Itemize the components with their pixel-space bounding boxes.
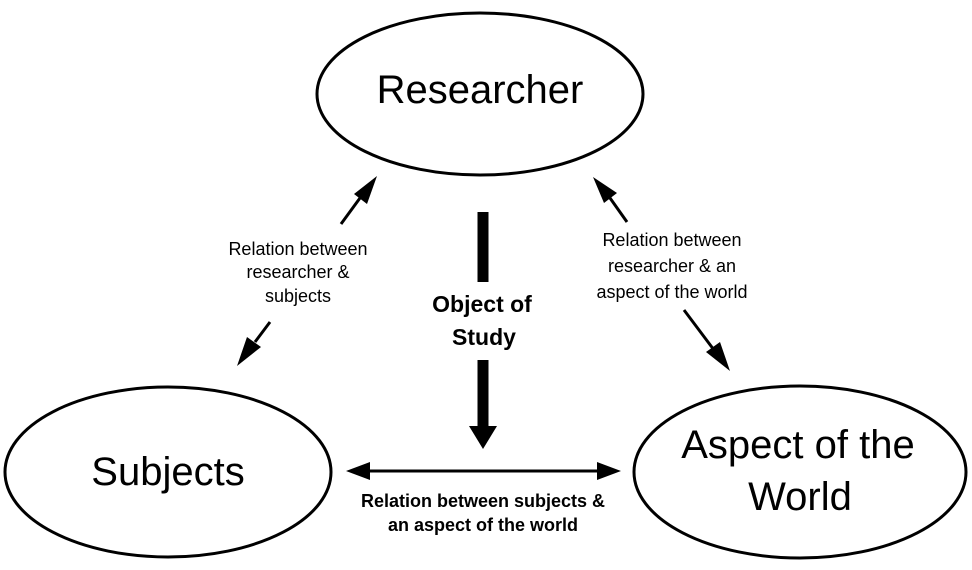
arrow-object-of-study [469,212,497,449]
relation-subjects-aspect-line1: Relation between subjects & [361,491,605,511]
arrow-researcher-aspect-upper-segment [608,197,629,223]
relation-researcher-subjects-label: Relation between researcher & subjects [228,239,367,306]
relation-researcher-subjects-line3: subjects [265,286,331,306]
arrow-head-down-aspect [706,342,730,371]
relation-researcher-subjects-line2: researcher & [246,262,349,282]
subjects-label: Subjects [91,450,244,494]
aspect-label-line1: Aspect of the [681,423,914,467]
arrow-researcher-aspect [593,177,730,371]
researcher-label: Researcher [377,68,584,112]
relation-researcher-aspect-label: Relation between researcher & an aspect … [596,230,747,302]
relation-researcher-subjects-line1: Relation between [228,239,367,259]
aspect-node: Aspect of the World [632,384,968,560]
arrow-head-up-researcher-right [593,177,617,203]
arrow-head-down-object [469,426,497,449]
relation-subjects-aspect-line2: an aspect of the world [388,515,578,535]
relation-researcher-aspect-line2: researcher & an [608,256,736,276]
researcher-node: Researcher [315,11,645,177]
subjects-node: Subjects [3,385,333,559]
relation-researcher-aspect-line3: aspect of the world [596,282,747,302]
arrow-researcher-subjects [237,176,377,366]
aspect-label-line2: World [748,475,852,519]
object-of-study-label-line1: Object of [432,291,532,317]
arrow-researcher-subjects-upper-segment [339,197,362,225]
aspect-ellipse [632,384,968,560]
arrow-head-up-researcher-left [354,176,377,204]
arrow-researcher-subjects-lower-segment [253,321,272,343]
arrow-subjects-aspect [346,462,621,480]
arrow-head-down-subjects [237,337,261,366]
arrow-head-left-subjects [346,462,370,480]
researcher-ellipse [315,11,645,177]
arrow-head-right-aspect [597,462,621,480]
relation-subjects-aspect-label: Relation between subjects & an aspect of… [361,491,605,535]
subjects-ellipse [3,385,333,559]
arrow-researcher-aspect-lower-segment [682,309,716,351]
relation-researcher-aspect-line1: Relation between [602,230,741,250]
object-of-study-label-line2: Study [452,324,516,350]
